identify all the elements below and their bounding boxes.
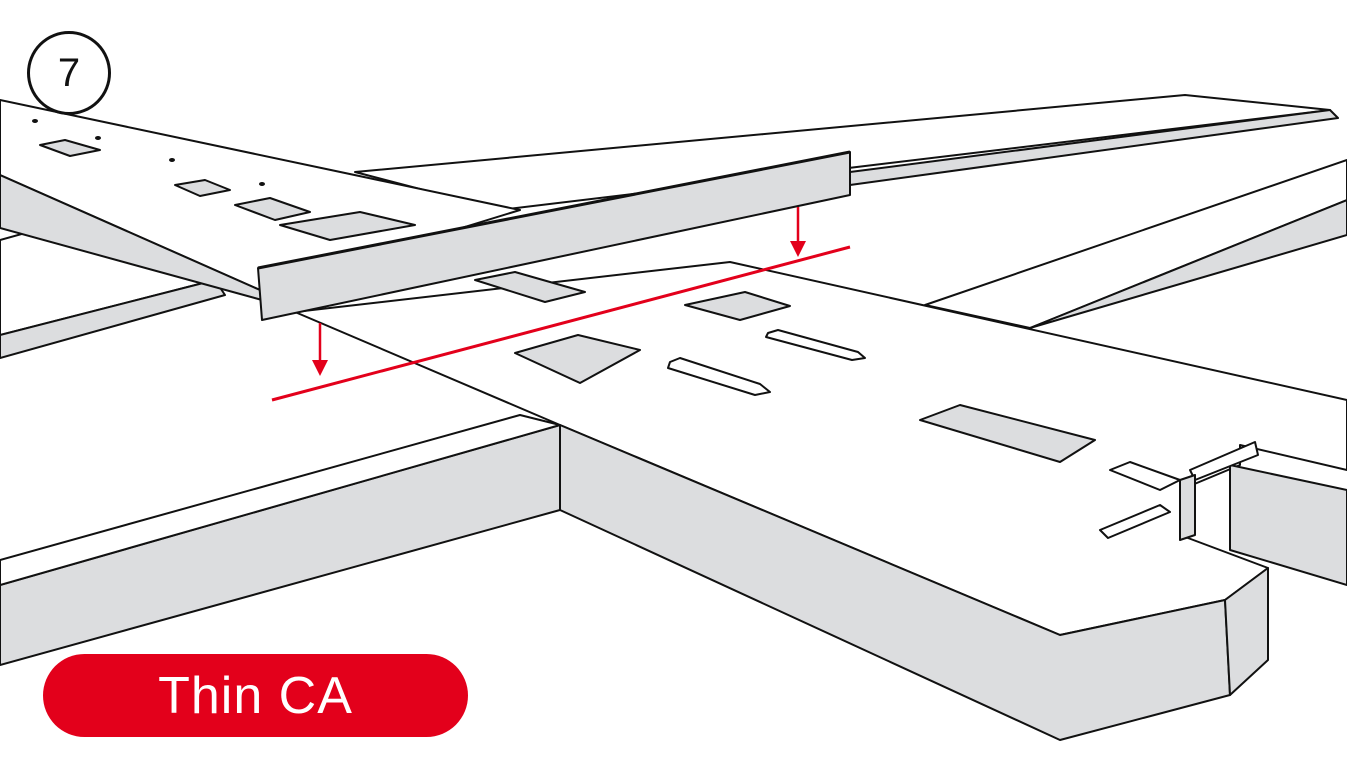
down-arrow-icon [790,207,806,257]
left-plank-slots [39,139,416,241]
step-number-circle: 7 [27,31,111,115]
plate-slots [474,271,1096,463]
glue-line [271,245,851,402]
glue-strip [257,150,851,321]
t-bracket [1099,441,1259,541]
glue-label: Thin CA [158,666,353,725]
front-left-rail [0,414,561,666]
right-rail [924,159,1347,329]
holes [32,119,265,186]
glue-badge: Thin CA [43,654,468,737]
down-arrow-icon [312,323,328,376]
step-number: 7 [57,51,81,95]
